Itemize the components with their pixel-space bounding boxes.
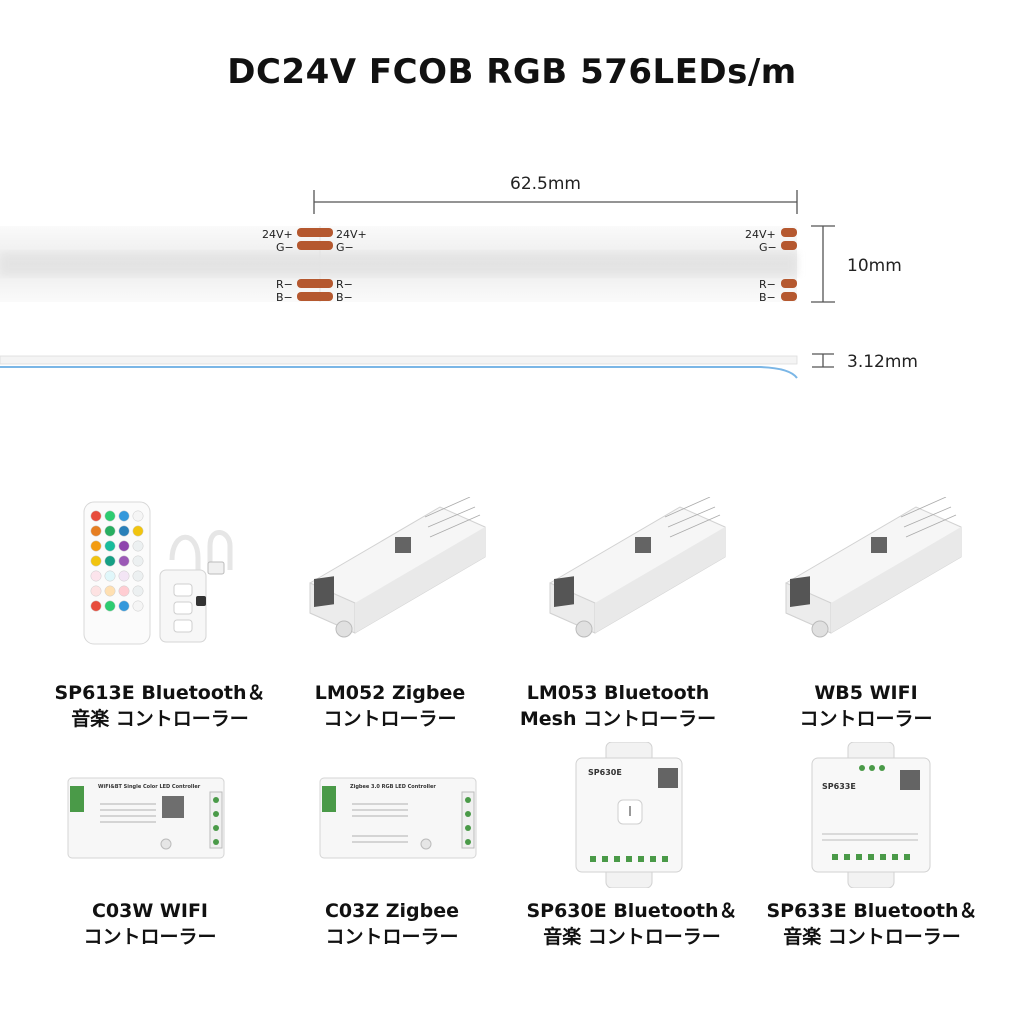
remote-button [132, 585, 144, 597]
c03z-controller-image: Zigbee 3.0 RGB LED Controller [318, 776, 478, 860]
remote-button [104, 525, 116, 537]
device-label: SP633E [822, 782, 856, 791]
product-name: C03W WIFI [91, 900, 209, 922]
pad-label: G− [759, 241, 777, 254]
led-strip-diagram [0, 190, 835, 379]
remote-button [90, 570, 102, 582]
solder-pad [781, 228, 797, 237]
sp633e-controller-image: SP633E [808, 742, 934, 888]
remote-button [90, 585, 102, 597]
remote-button [132, 540, 144, 552]
lm052-controller-image [309, 497, 486, 638]
solder-pad [297, 279, 333, 288]
remote-button [132, 600, 144, 612]
product-wb5: WB5 WIFI コントローラー [746, 680, 986, 732]
sp613e-remote-image [83, 501, 233, 645]
pad-label: G− [336, 241, 354, 254]
pad-label: 24V+ [262, 228, 293, 241]
product-type: コントローラー [799, 708, 933, 730]
lm053-controller-image [549, 497, 726, 638]
remote-button [90, 555, 102, 567]
product-sp630e: SP630E Bluetooth＆ 音楽 コントローラー [512, 898, 752, 950]
solder-pad [781, 279, 797, 288]
device-label: SP630E [588, 768, 622, 777]
remote-button [104, 510, 116, 522]
solder-pad [297, 292, 333, 301]
width-label: 10mm [847, 256, 902, 276]
wb5-controller-image [785, 497, 962, 638]
pad-label: 24V+ [336, 228, 367, 241]
pad-label: 24V+ [745, 228, 776, 241]
remote-button [104, 600, 116, 612]
remote-button [104, 540, 116, 552]
product-type: コントローラー [323, 708, 457, 730]
product-name: SP633E Bluetooth＆ [766, 900, 978, 922]
solder-pad [781, 241, 797, 250]
product-lm052: LM052 Zigbee コントローラー [270, 680, 510, 732]
solder-pad [297, 241, 333, 250]
pad-label: B− [336, 291, 353, 304]
remote-button [132, 510, 144, 522]
product-name: LM052 Zigbee [314, 682, 466, 704]
product-name: WB5 WIFI [814, 682, 918, 704]
remote-button [104, 555, 116, 567]
product-c03z: C03Z Zigbee コントローラー [272, 898, 512, 950]
solder-pad [297, 228, 333, 237]
sp630e-controller-image: SP630E [566, 742, 692, 888]
remote-button [90, 510, 102, 522]
remote-button [132, 570, 144, 582]
pad-label: B− [276, 291, 293, 304]
remote-button [104, 585, 116, 597]
page-title: DC24V FCOB RGB 576LEDs/m [227, 52, 797, 92]
remote-button [90, 600, 102, 612]
product-sp633e: SP633E Bluetooth＆ 音楽 コントローラー [752, 898, 992, 950]
pad-label: R− [336, 278, 353, 291]
remote-button [118, 570, 130, 582]
strip-side-profile [0, 355, 798, 365]
device-label: WiFi&BT Single Color LED Controller [98, 784, 201, 790]
remote-button [90, 540, 102, 552]
remote-button [118, 525, 130, 537]
product-lm053: LM053 Bluetooth Mesh コントローラー [498, 680, 738, 732]
product-type: Mesh コントローラー [519, 708, 717, 730]
pad-label: G− [276, 241, 294, 254]
product-name: C03Z Zigbee [324, 900, 460, 922]
remote-button [118, 585, 130, 597]
pad-label: R− [276, 278, 293, 291]
remote-button [118, 555, 130, 567]
product-type: コントローラー [83, 926, 217, 948]
product-type: 音楽 コントローラー [71, 708, 249, 730]
product-type: 音楽 コントローラー [783, 926, 961, 948]
remote-button [118, 600, 130, 612]
product-type: コントローラー [325, 926, 459, 948]
product-sp613e: SP613E Bluetooth＆ 音楽 コントローラー [40, 680, 280, 732]
thickness-label: 3.12mm [847, 352, 918, 372]
remote-button [90, 525, 102, 537]
product-c03w: C03W WIFI コントローラー [30, 898, 270, 950]
pitch-label: 62.5mm [510, 174, 581, 194]
remote-button [118, 510, 130, 522]
c03w-controller-image: WiFi&BT Single Color LED Controller [66, 776, 226, 860]
remote-button [104, 570, 116, 582]
device-label: Zigbee 3.0 RGB LED Controller [350, 784, 436, 790]
pad-label: B− [759, 291, 776, 304]
remote-button [118, 540, 130, 552]
pad-label: R− [759, 278, 776, 291]
product-name: LM053 Bluetooth [526, 682, 710, 704]
product-type: 音楽 コントローラー [543, 926, 721, 948]
product-name: SP630E Bluetooth＆ [526, 900, 738, 922]
solder-pad [781, 292, 797, 301]
remote-button [132, 525, 144, 537]
product-name: SP613E Bluetooth＆ [54, 682, 266, 704]
remote-button [132, 555, 144, 567]
